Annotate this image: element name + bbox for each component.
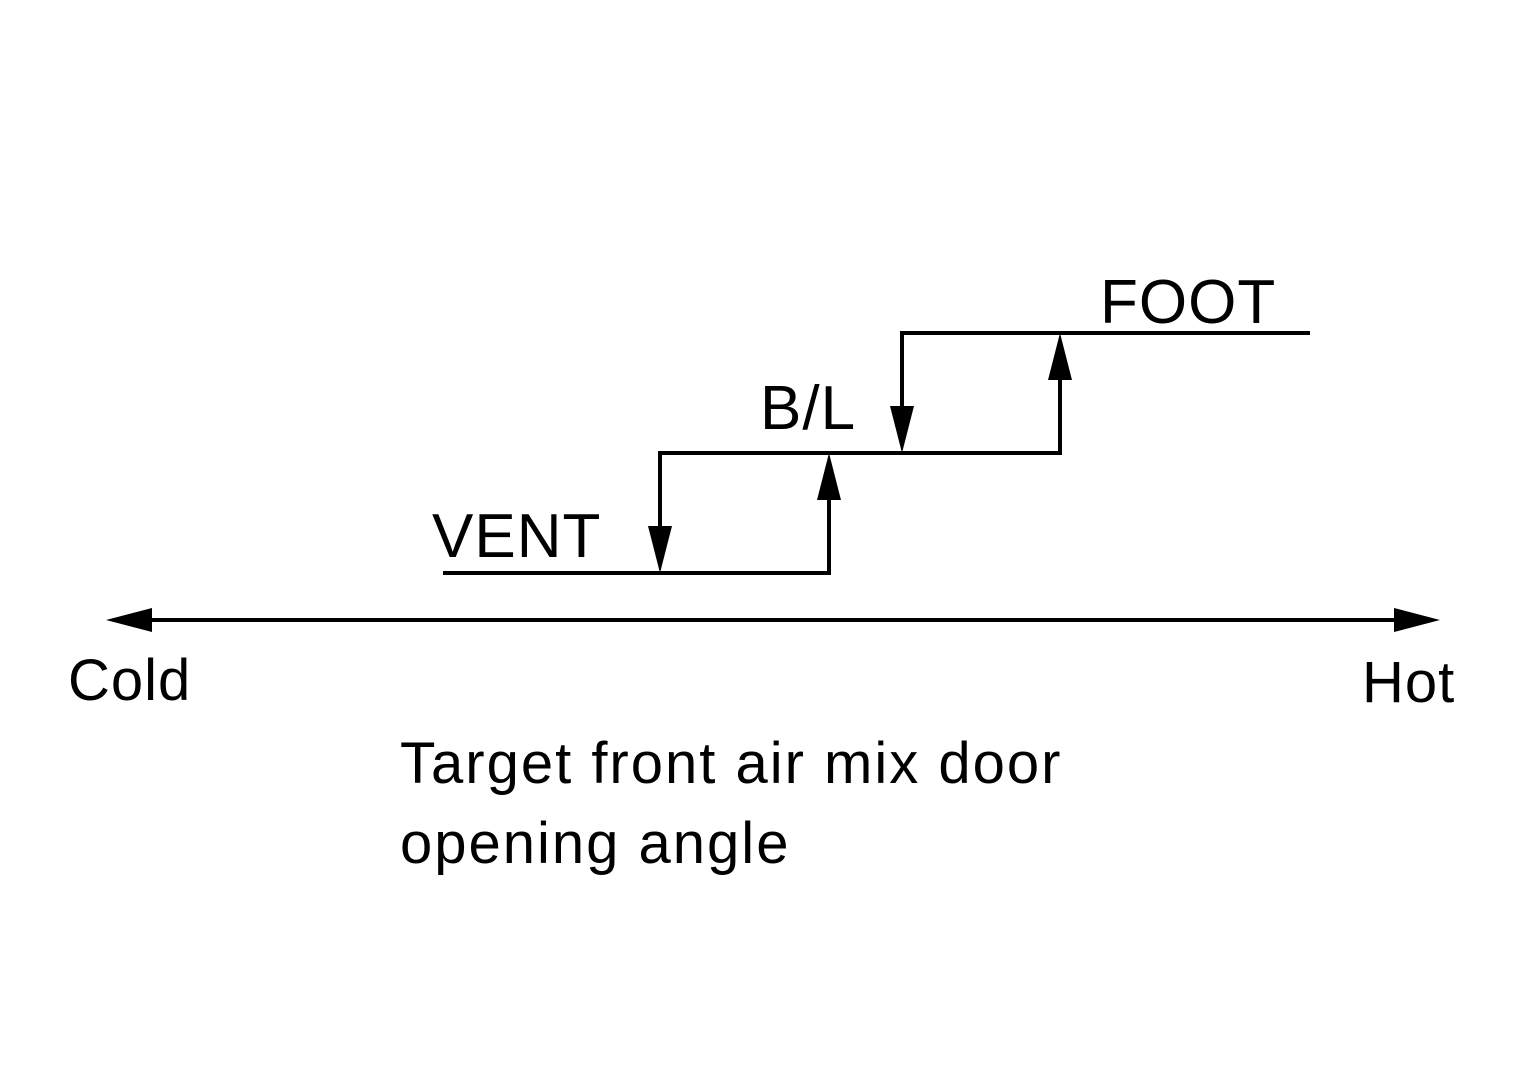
axis-caption: Target front air mix door opening angle bbox=[400, 724, 1062, 884]
bi-level-mode-label: B/L bbox=[760, 374, 857, 443]
foot-to-bl-down-arrow bbox=[890, 406, 914, 453]
temperature-axis bbox=[106, 608, 1440, 632]
foot-level-line bbox=[900, 331, 1310, 420]
vent-level bbox=[443, 490, 831, 575]
bl-to-vent-down-arrow bbox=[648, 526, 672, 573]
transition-arrows bbox=[648, 333, 1072, 573]
axis-cold-arrowhead bbox=[106, 608, 152, 632]
caption-line-1: Target front air mix door bbox=[400, 731, 1063, 796]
axis-hot-arrowhead bbox=[1394, 608, 1440, 632]
axis-hot-label: Hot bbox=[1362, 650, 1456, 715]
vent-to-bl-up-arrow bbox=[817, 453, 841, 500]
foot-mode-label: FOOT bbox=[1100, 268, 1277, 337]
caption-line-2: opening angle bbox=[400, 811, 791, 876]
bl-level bbox=[658, 370, 1062, 540]
bl-level-line bbox=[658, 370, 1062, 540]
vent-level-line bbox=[443, 490, 831, 575]
bl-to-foot-up-arrow bbox=[1048, 333, 1072, 380]
foot-level bbox=[900, 331, 1310, 420]
vent-mode-label: VENT bbox=[432, 502, 602, 571]
axis-cold-label: Cold bbox=[68, 648, 192, 713]
